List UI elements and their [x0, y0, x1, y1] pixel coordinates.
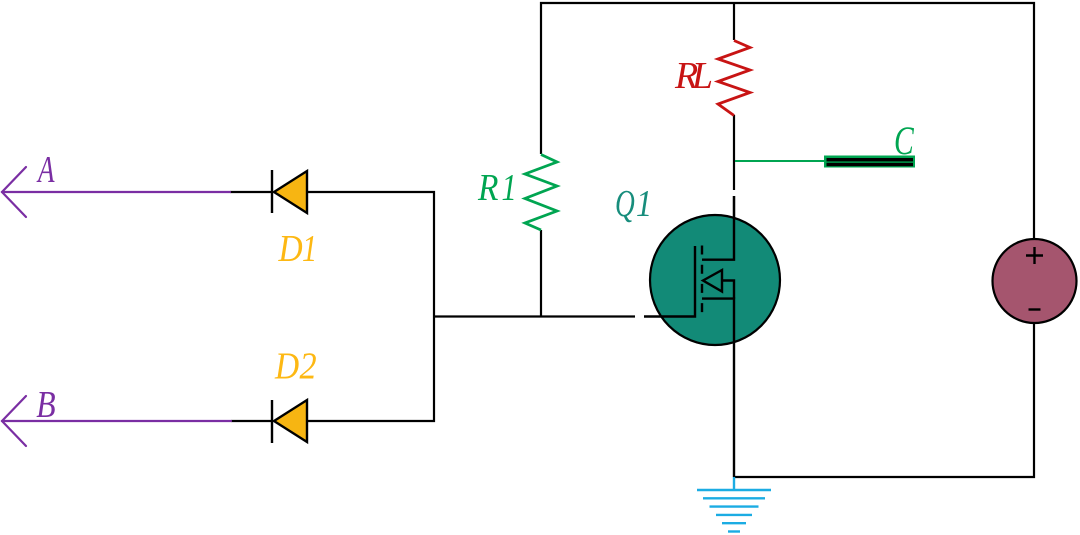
svg-text:Q: Q [615, 183, 635, 225]
svg-text:RL: RL [674, 55, 713, 97]
svg-text:A: A [36, 150, 55, 192]
svg-text:B: B [36, 383, 55, 425]
svg-text:D: D [274, 345, 299, 387]
svg-text:1: 1 [302, 228, 317, 270]
svg-text:2: 2 [300, 345, 317, 387]
svg-text:R: R [477, 166, 498, 208]
svg-text:1: 1 [636, 183, 652, 225]
svg-text:1: 1 [502, 167, 517, 209]
svg-text:D: D [278, 227, 303, 269]
svg-text:C: C [894, 119, 914, 163]
